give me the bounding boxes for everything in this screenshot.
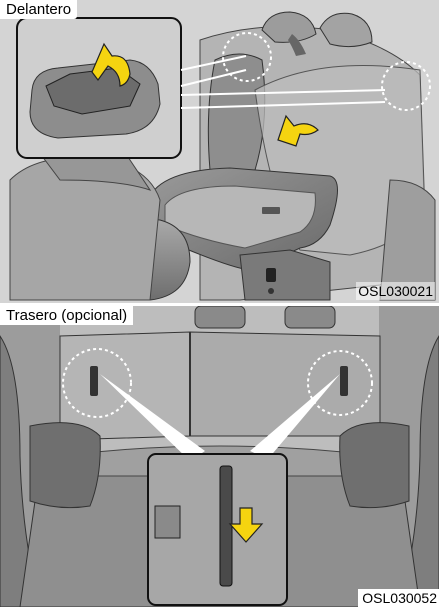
front-section-label: Delantero: [0, 0, 78, 19]
front-figure-code: OSL030021: [356, 282, 435, 300]
front-seat-illustration: Delantero OSL030021: [0, 0, 439, 303]
rear-section-label: Trasero (opcional): [0, 306, 134, 325]
front-seat-drawing: [9, 11, 436, 301]
curved-arrow-icon: [91, 42, 131, 87]
rear-cargo-illustration: Trasero (opcional) OSL030052: [0, 306, 439, 607]
rear-cargo-drawing: [0, 306, 439, 607]
curved-arrow-icon: [277, 114, 319, 147]
panel-divider: [0, 303, 439, 306]
rear-figure-code: OSL030052: [358, 589, 439, 607]
down-arrow-icon: [228, 507, 264, 543]
